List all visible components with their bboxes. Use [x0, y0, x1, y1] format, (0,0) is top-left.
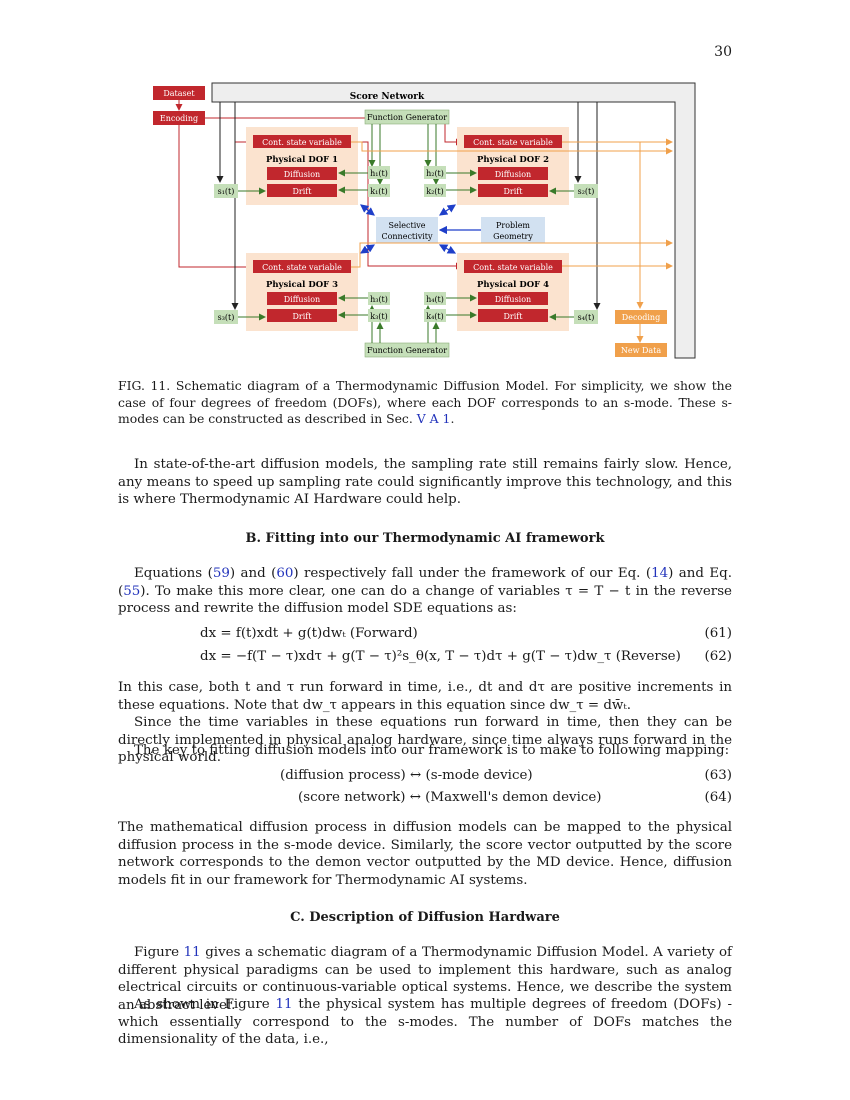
svg-text:k₁(t): k₁(t) — [370, 187, 388, 196]
svg-text:Cont. state variable: Cont. state variable — [473, 263, 553, 272]
svg-text:s₁(t): s₁(t) — [218, 187, 235, 196]
selective-connectivity-box — [376, 217, 438, 243]
s3-box — [214, 310, 238, 324]
s1-box — [214, 184, 238, 198]
eq-ref-14[interactable]: 14 — [651, 566, 669, 581]
k2-box — [424, 184, 446, 197]
section-b-heading: B. Fitting into our Thermodynamic AI fra… — [245, 531, 605, 546]
function-generator-bottom — [364, 342, 450, 358]
svg-text:Geometry: Geometry — [493, 232, 533, 241]
dataset-label: Dataset — [163, 89, 195, 98]
k1-box — [368, 184, 390, 197]
h4-box — [424, 292, 446, 305]
h2-box — [424, 166, 446, 179]
figure-ref-11-b[interactable]: 11 — [275, 997, 293, 1012]
svg-text:Cont. state variable: Cont. state variable — [262, 263, 342, 272]
eq-ref-59[interactable]: 59 — [212, 566, 230, 581]
svg-text:h₂(t): h₂(t) — [426, 169, 444, 178]
svg-text:Drift: Drift — [504, 187, 524, 196]
paragraph-6: The mathematical diffusion process in di… — [118, 820, 732, 888]
paragraph-1: In state-of-the-art diffusion models, th… — [118, 457, 732, 507]
paragraph-3: In this case, both t and τ run forward i… — [118, 680, 732, 713]
k3-box — [368, 309, 390, 322]
equation-63: (diffusion process) ↔ (s-mode device)(63… — [280, 768, 732, 783]
svg-text:k₄(t): k₄(t) — [426, 312, 444, 321]
svg-text:k₂(t): k₂(t) — [426, 187, 444, 196]
page-number: 30 — [714, 44, 732, 60]
svg-text:h₄(t): h₄(t) — [426, 295, 444, 304]
svg-text:h₃(t): h₃(t) — [370, 295, 388, 304]
svg-text:s₄(t): s₄(t) — [578, 313, 595, 322]
s4-box — [574, 310, 598, 324]
svg-text:Diffusion: Diffusion — [495, 295, 531, 304]
svg-text:Physical DOF 2: Physical DOF 2 — [477, 155, 549, 165]
s2-box — [574, 184, 598, 198]
svg-text:Cont. state variable: Cont. state variable — [262, 138, 342, 147]
figure-caption: FIG. 11. Schematic diagram of a Thermody… — [118, 378, 732, 426]
decoding-box — [615, 310, 667, 324]
svg-text:k₃(t): k₃(t) — [370, 312, 388, 321]
paragraph-2: Equations (59) and (60) respectively fal… — [118, 566, 732, 616]
eq-ref-60[interactable]: 60 — [276, 566, 294, 581]
section-c-heading: C. Description of Diffusion Hardware — [290, 910, 560, 925]
function-generator-top — [364, 109, 450, 125]
svg-text:Diffusion: Diffusion — [284, 295, 320, 304]
svg-text:h₁(t): h₁(t) — [370, 169, 388, 178]
paragraph-4: Since the time variables in these equati… — [118, 715, 732, 765]
eq-ref-55[interactable]: 55 — [123, 583, 141, 599]
equation-64: (score network) ↔ (Maxwell's demon devic… — [298, 790, 732, 805]
encoding-box — [153, 111, 205, 125]
paragraph-8: As shown in Figure 11 the physical syste… — [118, 997, 732, 1047]
paragraph-5: The key to fitting diffusion models into… — [134, 743, 730, 758]
function-generator-top-label: Function Generator — [367, 113, 447, 122]
svg-text:Connectivity: Connectivity — [381, 232, 433, 241]
new-data-box — [615, 343, 667, 357]
physical-dof-1: Cont. state variable Physical DOF 1 Diff… — [246, 127, 358, 205]
new-data-label: New Data — [621, 346, 662, 355]
encoding-label: Encoding — [160, 114, 198, 123]
svg-text:Cont. state variable: Cont. state variable — [473, 138, 553, 147]
physical-dof-2: Cont. state variable Physical DOF 2 Diff… — [457, 127, 569, 205]
function-generator-bottom-label: Function Generator — [367, 346, 447, 355]
svg-text:Selective: Selective — [388, 221, 425, 230]
score-network-frame — [211, 82, 696, 359]
svg-text:Physical DOF 3: Physical DOF 3 — [266, 280, 338, 290]
h1-box — [368, 166, 390, 179]
caption-section-link[interactable]: V A 1 — [416, 411, 451, 426]
svg-text:Drift: Drift — [504, 312, 524, 321]
svg-text:Physical DOF 4: Physical DOF 4 — [477, 280, 549, 290]
decoding-label: Decoding — [622, 313, 660, 322]
score-network-label: Score Network — [350, 92, 425, 102]
equation-62: dx = −f(T − τ)xdτ + g(T − τ)²s_θ(x, T − … — [200, 649, 732, 664]
paragraph-7: Figure 11 gives a schematic diagram of a… — [118, 945, 732, 1013]
svg-text:Drift: Drift — [293, 312, 313, 321]
figure-ref-11[interactable]: 11 — [183, 945, 201, 960]
physical-dof-3: Cont. state variable Physical DOF 3 Diff… — [246, 253, 358, 331]
dataset-box — [153, 86, 205, 100]
svg-text:s₃(t): s₃(t) — [218, 313, 235, 322]
svg-text:Drift: Drift — [293, 187, 313, 196]
k4-box — [424, 309, 446, 322]
h3-box — [368, 292, 390, 305]
svg-text:s₂(t): s₂(t) — [578, 187, 595, 196]
svg-text:Diffusion: Diffusion — [495, 170, 531, 179]
svg-text:Problem: Problem — [496, 221, 530, 230]
figure-11-diagram: Score Network Dataset Encoding Function … — [153, 82, 696, 359]
svg-text:Physical DOF 1: Physical DOF 1 — [266, 155, 338, 165]
equation-61: dx = f(t)xdt + g(t)dwₜ (Forward)(61) — [200, 626, 732, 641]
physical-dof-4: Cont. state variable Physical DOF 4 Diff… — [457, 253, 569, 331]
svg-text:Diffusion: Diffusion — [284, 170, 320, 179]
problem-geometry-box — [481, 217, 545, 243]
